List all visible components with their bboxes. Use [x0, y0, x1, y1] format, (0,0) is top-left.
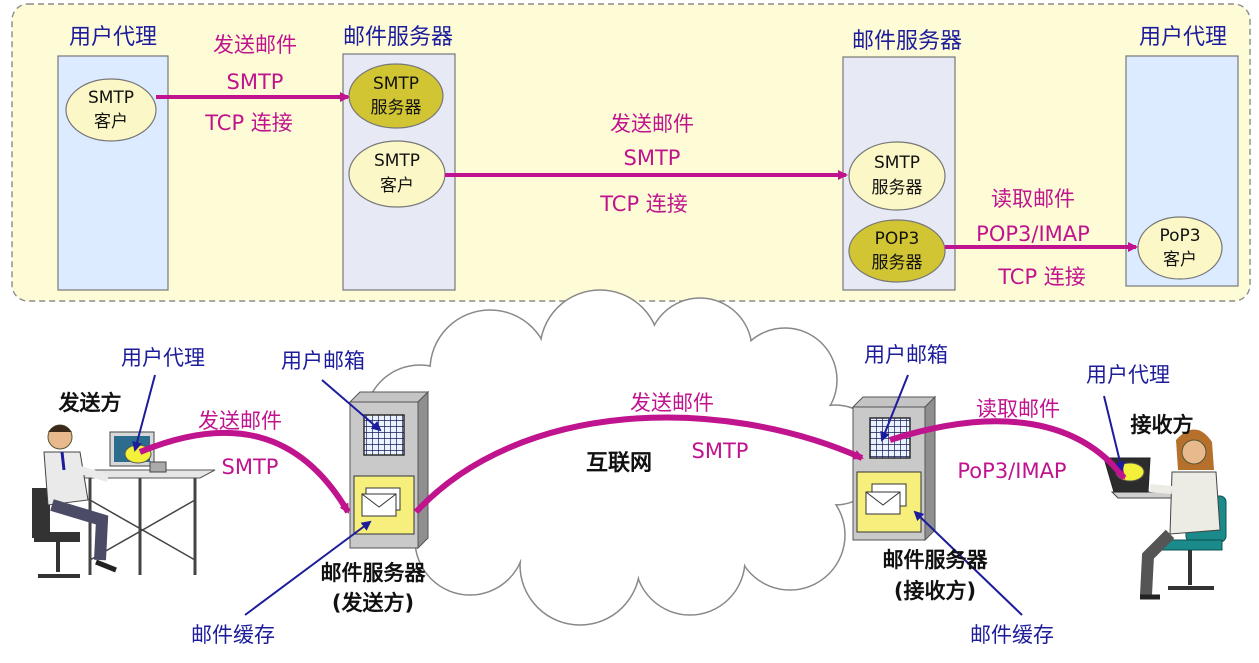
pointer-cache-left — [244, 520, 372, 616]
link3-action: 读取邮件 — [991, 187, 1075, 211]
receiver-mail-server — [851, 395, 937, 542]
right-pop3-client-line2: 客户 — [1163, 250, 1197, 270]
link3-transport: TCP 连接 — [997, 265, 1086, 289]
left-agent-title: 用户代理 — [69, 25, 157, 50]
mailbox-label-right: 用户邮箱 — [864, 343, 948, 367]
sender-person-icon — [32, 424, 216, 578]
mailbox-label-left: 用户邮箱 — [281, 349, 365, 373]
flow-server-to-receiver — [889, 418, 1127, 480]
smtp-label-left: SMTP — [222, 455, 279, 479]
link2-action: 发送邮件 — [610, 112, 694, 136]
sender-smtp-client-line1: SMTP — [374, 151, 420, 171]
receiver-envelope-icon — [865, 483, 907, 515]
pointer-cache-right — [913, 510, 1023, 616]
internet-label: 互联网 — [586, 451, 652, 476]
cache-label-right: 邮件缓存 — [970, 623, 1054, 647]
send-mail-label: 发送邮件 — [198, 409, 282, 433]
receiver-server-label-line2: (接收方) — [894, 579, 976, 603]
pointer-sender-agent — [132, 374, 156, 452]
pointer-mailbox-left — [321, 379, 382, 432]
left-smtp-client — [65, 78, 157, 142]
link1-protocol: SMTP — [227, 70, 284, 94]
receiver-pop3-server-line1: POP3 — [875, 229, 920, 249]
send-mail-label-mid: 发送邮件 — [630, 391, 714, 415]
receiver-smtp-server — [848, 141, 946, 211]
flow-agent-to-server — [138, 429, 351, 514]
link2-protocol: SMTP — [624, 146, 681, 170]
link1-action: 发送邮件 — [213, 33, 297, 57]
sender-server-label-line1: 邮件服务器 — [321, 561, 427, 585]
receiver-server-title: 邮件服务器 — [852, 29, 962, 54]
right-pop3-client — [1137, 216, 1223, 280]
pointer-mailbox-right — [880, 374, 909, 442]
right-pop3-client-line1: PoP3 — [1159, 226, 1200, 246]
sender-smtp-server-line1: SMTP — [373, 74, 419, 94]
flow-server-to-server — [413, 414, 864, 515]
right-agent-title: 用户代理 — [1139, 25, 1227, 50]
receiver-server-label-line1: 邮件服务器 — [883, 548, 989, 572]
receiver-smtp-server-line2: 服务器 — [872, 178, 923, 198]
link2-transport: TCP 连接 — [599, 192, 688, 216]
receiver-person-icon — [1103, 429, 1227, 600]
sender-smtp-client-line2: 客户 — [380, 176, 414, 196]
smtp-label-mid: SMTP — [692, 439, 749, 463]
sender-label: 发送方 — [58, 391, 122, 415]
link3-protocol: POP3/IMAP — [976, 222, 1090, 246]
sender-server-title: 邮件服务器 — [343, 25, 453, 50]
receiver-agent-label: 用户代理 — [1086, 363, 1170, 387]
cache-label-left: 邮件缓存 — [191, 623, 275, 647]
pop3-imap-label: PoP3/IMAP — [957, 459, 1066, 483]
receiver-pop3-server-line2: 服务器 — [872, 253, 923, 273]
left-smtp-client-line2: 客户 — [94, 112, 128, 132]
pointer-receiver-agent — [1103, 395, 1125, 472]
receiver-label: 接收方 — [1131, 413, 1194, 437]
sender-agent-label: 用户代理 — [121, 346, 205, 370]
receiver-smtp-server-line1: SMTP — [874, 153, 920, 173]
sender-server-label-line2: (发送方) — [332, 591, 414, 615]
receiver-pop3-server — [848, 219, 946, 283]
left-smtp-client-line1: SMTP — [88, 88, 134, 108]
link1-transport: TCP 连接 — [204, 111, 293, 135]
read-mail-label: 读取邮件 — [976, 397, 1060, 421]
sender-envelope-icon — [361, 487, 401, 517]
sender-smtp-server-line2: 服务器 — [371, 98, 422, 118]
